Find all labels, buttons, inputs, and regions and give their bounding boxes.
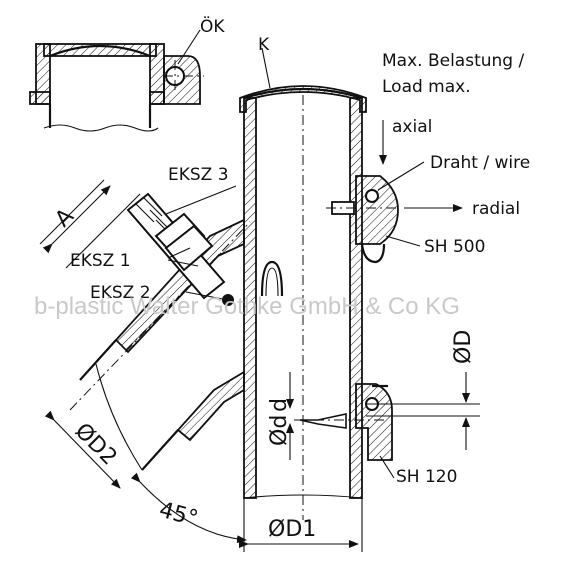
- dim-a: A: [51, 204, 79, 232]
- watermark: b-plastic Walter Gothke GmbH & Co KG: [34, 293, 460, 320]
- label-k: K: [258, 35, 270, 55]
- label-radial: radial: [472, 199, 520, 219]
- label-wire: Draht / wire: [430, 153, 530, 173]
- label-max-load-en: Load max.: [382, 77, 471, 97]
- dim-phi-d-small: Ød: [267, 415, 292, 446]
- label-max-load-de: Max. Belastung /: [382, 51, 524, 71]
- main-pipe: [239, 47, 367, 520]
- dim-angle: 45°: [156, 498, 200, 532]
- dim-d-small: d: [267, 398, 292, 412]
- label-sh120: SH 120: [396, 467, 457, 487]
- clamp-sh500: [326, 175, 400, 264]
- dimensions: [39, 120, 480, 552]
- clamp-sh120: [294, 383, 393, 461]
- dim-phi-d-right: ØD: [451, 330, 476, 364]
- dim-phi-d1: ØD1: [268, 517, 316, 542]
- label-eksz2: EKSZ 2: [90, 283, 151, 303]
- label-eksz3: EKSZ 3: [168, 165, 229, 185]
- label-eksz1: EKSZ 1: [70, 251, 131, 271]
- bolt-assembly: [126, 192, 284, 306]
- label-ok: ÖK: [200, 15, 225, 37]
- label-axial: axial: [392, 117, 432, 137]
- end-cap-detail: [29, 29, 204, 132]
- label-sh500: SH 500: [424, 237, 485, 257]
